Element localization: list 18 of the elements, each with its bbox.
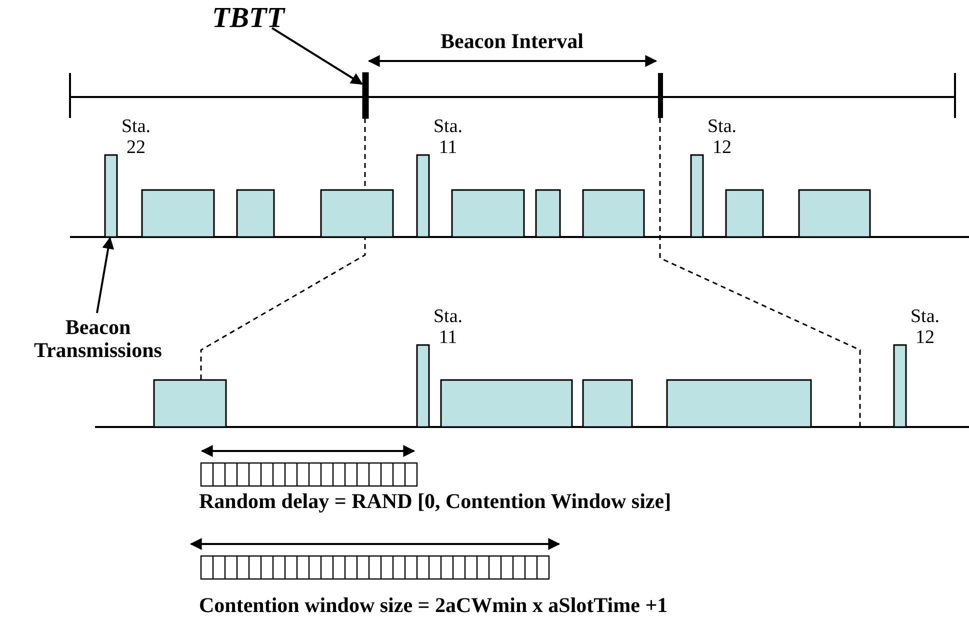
- formula-text: Random delay = RAND [0, Contention Window size]: [199, 490, 672, 514]
- callout-label: Beacon Transmissions: [18, 316, 178, 362]
- interval-label: Beacon Interval: [440, 30, 584, 54]
- station-label: Sta. 12: [706, 117, 738, 159]
- marker-label: TBTT: [212, 3, 302, 35]
- beacon-bar: [893, 344, 907, 428]
- beacon-bar: [104, 154, 118, 238]
- station-label: Sta. 12: [909, 307, 941, 349]
- leader-line: [271, 27, 364, 85]
- station-label: Sta. 11: [432, 117, 464, 159]
- beacon-bar: [416, 344, 430, 428]
- station-label: Sta. 22: [120, 117, 152, 159]
- station-label: Sta. 11: [432, 307, 464, 349]
- formula-text: Contention window size = 2aCWmin x aSlotTime +1: [199, 594, 669, 618]
- leader-line: [96, 236, 114, 314]
- beacon-bar: [690, 154, 704, 238]
- beacon-bar: [416, 154, 430, 238]
- beacon-marker: [362, 72, 369, 119]
